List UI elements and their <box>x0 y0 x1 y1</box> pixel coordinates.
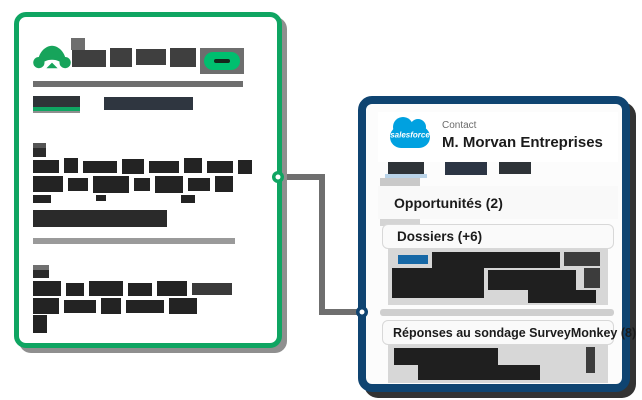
connector-line-horizontal-right <box>319 309 362 315</box>
toggle-dash <box>214 59 230 63</box>
redacted-block <box>488 270 576 290</box>
contact-label: Contact <box>442 120 477 131</box>
redacted-block <box>432 252 560 268</box>
connector-dot-surveymonkey <box>272 171 284 183</box>
salesforce-cloud-logo: salesforce <box>390 117 430 148</box>
redacted-block <box>584 268 600 288</box>
connector-dot-salesforce <box>356 306 368 318</box>
redacted-text-line <box>33 158 252 174</box>
redacted-block <box>564 252 600 266</box>
connector-line-vertical <box>319 174 325 315</box>
section-stub <box>380 219 420 226</box>
section-divider <box>380 309 614 316</box>
question-icon <box>33 143 46 157</box>
active-tab-underline <box>385 174 427 178</box>
redacted-block <box>394 348 498 365</box>
question-icon <box>33 265 49 278</box>
opportunities-section[interactable]: Opportunités (2) <box>378 186 618 219</box>
header-divider <box>33 81 243 87</box>
contact-title: M. Morvan Entreprises <box>442 134 603 151</box>
redacted-text-line <box>33 281 232 296</box>
redacted-text-line <box>33 176 233 193</box>
content-divider <box>33 238 235 244</box>
redacted-subheading <box>33 210 167 227</box>
tab-active-redacted[interactable] <box>388 162 424 174</box>
redacted-toggle-button[interactable] <box>200 48 244 74</box>
salesforce-logo-text: salesforce <box>390 130 430 140</box>
tab-inactive-redacted[interactable] <box>445 162 487 175</box>
redacted-block <box>392 268 484 298</box>
redacted-block <box>71 38 85 50</box>
responses-section-header[interactable]: Réponses au sondage SurveyMonkey (8) <box>382 320 636 345</box>
active-tab-underline <box>33 107 80 111</box>
responses-title: Réponses au sondage SurveyMonkey (8) <box>393 325 637 340</box>
redacted-scrollbar[interactable] <box>586 347 595 373</box>
dossiers-title: Dossiers (+6) <box>397 229 483 244</box>
opportunities-title: Opportunités (2) <box>394 194 503 211</box>
surveymonkey-card <box>14 12 282 348</box>
tab-active-redacted[interactable] <box>33 96 80 107</box>
salesforce-card: salesforce Contact M. Morvan Entreprises… <box>358 96 636 392</box>
contact-header: salesforce Contact M. Morvan Entreprises <box>378 112 618 162</box>
redacted-text-line <box>33 298 197 314</box>
redacted-text-line <box>33 195 195 203</box>
redacted-block <box>418 365 540 380</box>
tab-inactive-redacted[interactable] <box>499 162 531 174</box>
tab-inactive-redacted[interactable] <box>104 97 193 110</box>
redacted-block <box>528 290 596 303</box>
redacted-text-stub <box>33 315 47 333</box>
responses-panel <box>388 345 608 383</box>
redacted-record-link[interactable] <box>398 255 428 264</box>
dossiers-section-header[interactable]: Dossiers (+6) <box>382 224 614 249</box>
active-tab-base <box>33 111 80 113</box>
connector-line-horizontal-left <box>278 174 325 180</box>
active-tab-base <box>380 178 420 186</box>
dossiers-panel <box>388 249 608 305</box>
surveymonkey-goldie-icon <box>33 45 71 69</box>
